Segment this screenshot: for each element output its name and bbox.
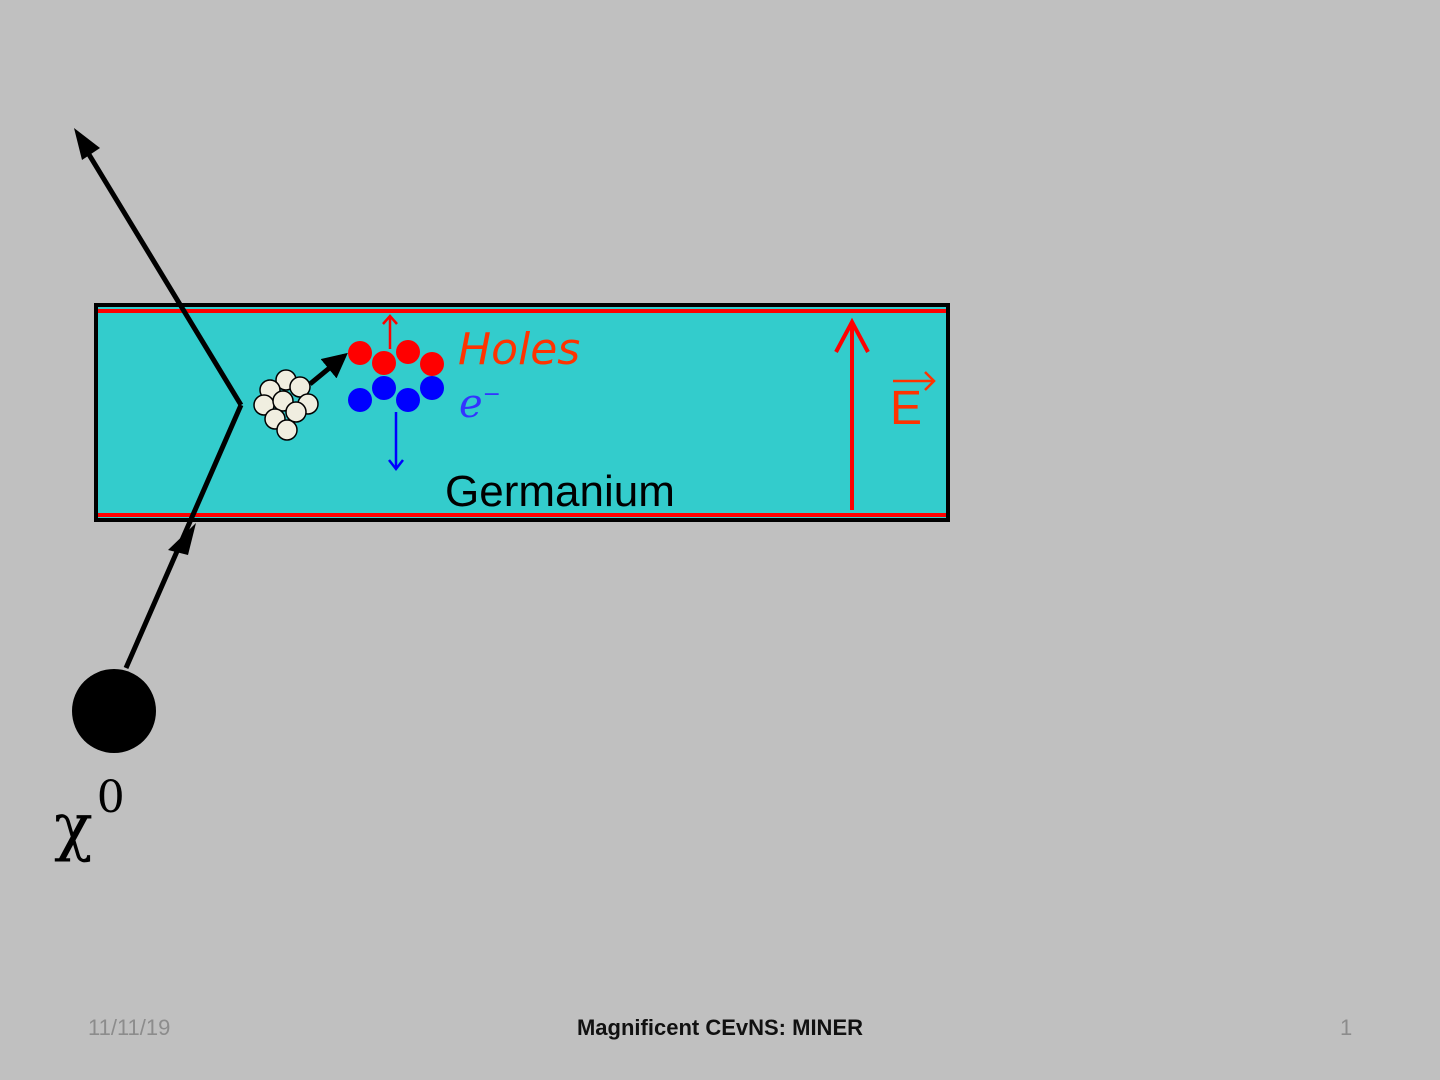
electrons-group — [348, 376, 444, 412]
electron-charge-superscript: − — [483, 382, 501, 407]
particle-label: χ0 — [54, 772, 125, 864]
hole-drift-arrow — [382, 314, 398, 349]
electron — [420, 376, 444, 400]
incoming-arrowhead — [168, 523, 196, 555]
holes-group — [348, 340, 444, 376]
footer-page-number: 1 — [1340, 1015, 1353, 1040]
hole — [420, 352, 444, 376]
field-label: E — [890, 382, 922, 435]
electron — [372, 376, 396, 400]
electron-drift-arrow — [388, 412, 404, 472]
footer-title: Magnificent CEvNS: MINER — [576, 1015, 864, 1040]
outgoing-arrowhead — [74, 128, 100, 160]
electron — [348, 388, 372, 412]
material-label: Germanium — [445, 467, 675, 516]
electron — [396, 388, 420, 412]
outgoing-track — [79, 141, 244, 407]
hole — [396, 340, 420, 364]
field-vector-arrow-icon — [893, 371, 936, 391]
footer-date: 11/11/19 — [88, 1015, 171, 1040]
holes-label: Holes — [458, 324, 580, 375]
dark-particle — [72, 669, 156, 753]
hole — [372, 351, 396, 375]
recoil-arrow — [308, 352, 348, 386]
electron-label: e− — [459, 381, 501, 427]
particle-superscript: 0 — [97, 772, 125, 823]
nucleus-cluster — [253, 369, 319, 441]
hole — [348, 341, 372, 365]
electric-field-arrow — [834, 317, 870, 510]
